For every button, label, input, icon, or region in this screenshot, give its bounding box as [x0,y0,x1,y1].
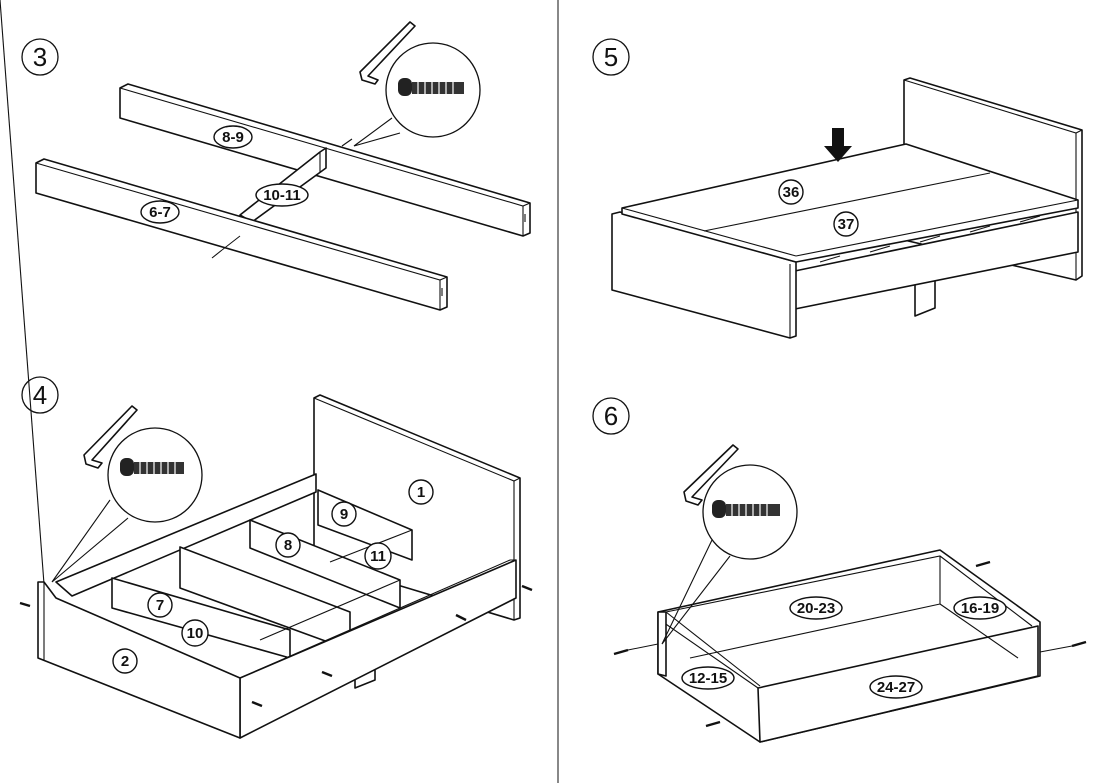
part-label-20-23: 20-23 [797,600,835,617]
part-label-8-9: 8-9 [222,129,244,146]
screw-detail-magnifier [51,405,203,583]
step-5-number: 5 [604,42,618,72]
part-label-6-7: 6-7 [149,204,171,221]
screw-icon [19,584,533,708]
footboard-2 [0,0,241,739]
base-board-36-37 [621,143,1079,263]
part-label-9: 9 [340,506,348,523]
part-label-10: 10 [187,625,204,642]
step-4-number: 4 [33,380,47,410]
step-4-marker [21,376,59,414]
step-5-panel: 5 36 37 [592,38,1083,339]
part-label-12-15: 12-15 [689,670,727,687]
part-label-2: 2 [121,653,129,670]
part-label-37: 37 [838,216,855,233]
part-label-16-19: 16-19 [961,600,999,617]
part-label-8: 8 [284,537,292,554]
screw-icon [211,249,223,259]
step-4-panel: 4 [0,0,533,739]
part-label-36: 36 [783,184,800,201]
step-3-marker [21,38,59,76]
screw-icon [613,560,1087,728]
step-5-marker [592,38,630,76]
step-6-marker [592,397,630,435]
screw-detail-magnifier [353,21,481,147]
part-label-24-27: 24-27 [877,679,915,696]
step-3-panel: 3 [21,21,531,311]
down-arrow-icon [824,128,852,162]
step-6-number: 6 [604,401,618,431]
screw-icon [341,138,353,147]
rail-6-7 [35,158,448,311]
screw-detail-magnifier [661,444,798,645]
drawer-box [657,549,1041,743]
step-6-panel: 6 [592,397,1087,743]
part-label-1: 1 [417,484,425,501]
step-3-number: 3 [33,42,47,72]
part-label-10-11: 10-11 [263,187,301,204]
part-label-11: 11 [370,548,386,565]
part-label-7: 7 [156,597,164,614]
